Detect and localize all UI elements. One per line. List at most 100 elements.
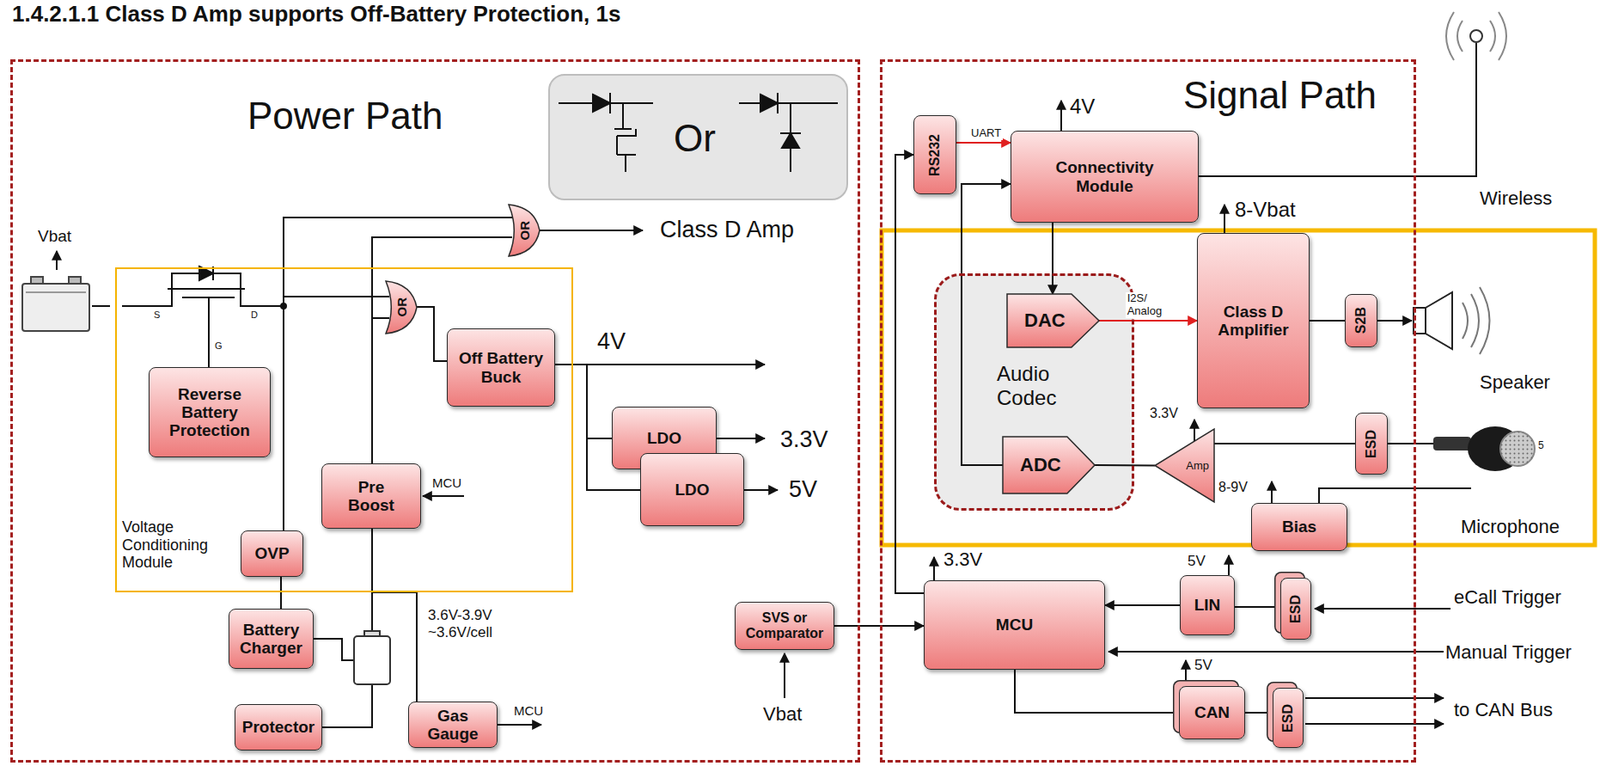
block-label: Protector bbox=[242, 717, 315, 736]
process-box: Bias bbox=[1251, 502, 1348, 551]
annotation-label: 5V bbox=[788, 476, 818, 503]
annotation-label: MCU bbox=[432, 475, 462, 490]
amplifier-triangle: Amp bbox=[1154, 428, 1215, 502]
annotation-label: 8-9V bbox=[1218, 479, 1248, 495]
connector bbox=[1099, 319, 1197, 322]
block-label: Battery Charger bbox=[232, 620, 310, 658]
process-box: Off Battery Buck bbox=[446, 328, 556, 407]
annotation-label: MCU bbox=[513, 702, 544, 718]
connector bbox=[961, 183, 1011, 465]
block-label: Bias bbox=[1282, 517, 1317, 536]
block-label: CAN bbox=[1194, 702, 1230, 721]
annotation-label: 5 bbox=[1538, 439, 1545, 452]
process-box: CAN bbox=[1178, 685, 1246, 739]
region-title: Voltage Conditioning Module bbox=[122, 518, 217, 572]
or-gate: OR bbox=[508, 204, 540, 257]
connector bbox=[555, 364, 612, 439]
annotation-label: 5V bbox=[1187, 552, 1206, 570]
highlight-frame bbox=[881, 230, 1595, 545]
annotation-label: 5V bbox=[1194, 656, 1213, 674]
edge-label: UART bbox=[969, 127, 1003, 141]
edge-label: I2S/ Analog bbox=[1125, 292, 1181, 318]
process-box: MCU bbox=[923, 580, 1106, 670]
process-box: OVP bbox=[240, 530, 304, 577]
block-label: Reverse Battery Protection bbox=[152, 384, 267, 440]
block-label: LDO bbox=[674, 480, 709, 499]
annotation-label: Speaker bbox=[1479, 371, 1551, 393]
block-label: S2B bbox=[1353, 306, 1369, 334]
process-box: SVS or Comparator bbox=[734, 601, 835, 650]
region-title: Signal Path bbox=[1183, 73, 1600, 118]
diagram-title: 1.4.2.1.1 Class D Amp supports Off-Batte… bbox=[12, 1, 621, 28]
cell-battery bbox=[354, 630, 391, 684]
process-box: S2B bbox=[1344, 293, 1378, 348]
process-box: LDO bbox=[640, 452, 745, 526]
block-label: OR bbox=[394, 297, 410, 318]
annotation-label: 3.3V bbox=[780, 426, 829, 453]
annotation-label: Wireless bbox=[1479, 187, 1552, 209]
block-label: Pre Boost bbox=[341, 477, 402, 515]
connector bbox=[1245, 711, 1273, 714]
or-gate: OR bbox=[385, 280, 417, 334]
block-label: LDO bbox=[647, 428, 682, 447]
annotation-label: Vbat bbox=[37, 226, 72, 246]
process-box: Battery Charger bbox=[228, 608, 314, 669]
connector bbox=[895, 154, 924, 593]
block-label: Connectivity Module bbox=[1040, 158, 1170, 196]
annotation-label: D bbox=[250, 309, 258, 321]
annotation-label: 4V bbox=[1069, 94, 1095, 119]
signal-path-region: Signal PathRS232Connectivity ModuleAudio… bbox=[879, 59, 1417, 763]
annotation-label: to CAN Bus bbox=[1453, 698, 1553, 721]
annotation-label: 4V bbox=[597, 328, 626, 355]
process-box: Gas Gauge bbox=[408, 701, 498, 748]
codec-ground bbox=[934, 274, 1134, 510]
process-box: Class D Amplifier bbox=[1196, 232, 1310, 409]
connector bbox=[1014, 669, 1179, 713]
block-label: ADC bbox=[1019, 453, 1062, 477]
block-label: SVS or Comparator bbox=[738, 610, 831, 642]
microphone-icon bbox=[1433, 426, 1535, 471]
annotation-label: G bbox=[214, 340, 223, 352]
process-box: LIN bbox=[1179, 574, 1235, 636]
annotation-label: Or bbox=[673, 116, 716, 161]
block-label: Amp bbox=[1185, 458, 1210, 472]
process-box: Connectivity Module bbox=[1010, 130, 1199, 223]
process-box: ESD bbox=[1280, 577, 1312, 640]
process-box: RS232 bbox=[913, 115, 957, 195]
block-label: ESD bbox=[1288, 594, 1304, 623]
process-box: ESD bbox=[1272, 687, 1304, 748]
process-box: Protector bbox=[234, 703, 323, 751]
annotation-label: 3.3V bbox=[943, 548, 983, 570]
antenna-icon bbox=[1446, 12, 1507, 61]
power-path-region: Power PathVoltage Conditioning ModuleRev… bbox=[10, 59, 861, 763]
annotation-label: 3.3V bbox=[1149, 405, 1179, 422]
process-box: ESD bbox=[1355, 412, 1388, 475]
converter-block: ADC bbox=[1002, 436, 1095, 494]
connector bbox=[1105, 604, 1180, 606]
connector bbox=[280, 576, 282, 609]
block-label: OVP bbox=[254, 543, 289, 562]
block-label: DAC bbox=[1024, 309, 1066, 332]
region-title: Audio Codec bbox=[996, 361, 1075, 410]
block-label: RS232 bbox=[927, 134, 943, 177]
annotation-label: Class D Amp bbox=[659, 216, 794, 244]
connector bbox=[1234, 605, 1281, 608]
connector bbox=[1214, 442, 1356, 445]
speaker-icon bbox=[1413, 287, 1491, 355]
block-label: MCU bbox=[995, 615, 1033, 634]
annotation-label: Manual Trigger bbox=[1445, 641, 1572, 663]
connector bbox=[416, 306, 447, 361]
connector bbox=[372, 317, 390, 464]
annotation-label: 8-Vbat bbox=[1234, 197, 1296, 222]
annotation-label: S bbox=[153, 309, 160, 321]
block-label: ESD bbox=[1363, 429, 1380, 459]
process-box: Pre Boost bbox=[321, 463, 422, 529]
converter-block: DAC bbox=[1007, 293, 1100, 348]
process-box: Reverse Battery Protection bbox=[148, 366, 271, 458]
block-label: OR bbox=[517, 220, 532, 241]
block-label: Gas Gauge bbox=[412, 706, 494, 744]
connector bbox=[1051, 222, 1054, 294]
car-battery bbox=[22, 276, 90, 331]
annotation-label: Vbat bbox=[763, 702, 802, 725]
block-label: Class D Amplifier bbox=[1201, 302, 1306, 340]
